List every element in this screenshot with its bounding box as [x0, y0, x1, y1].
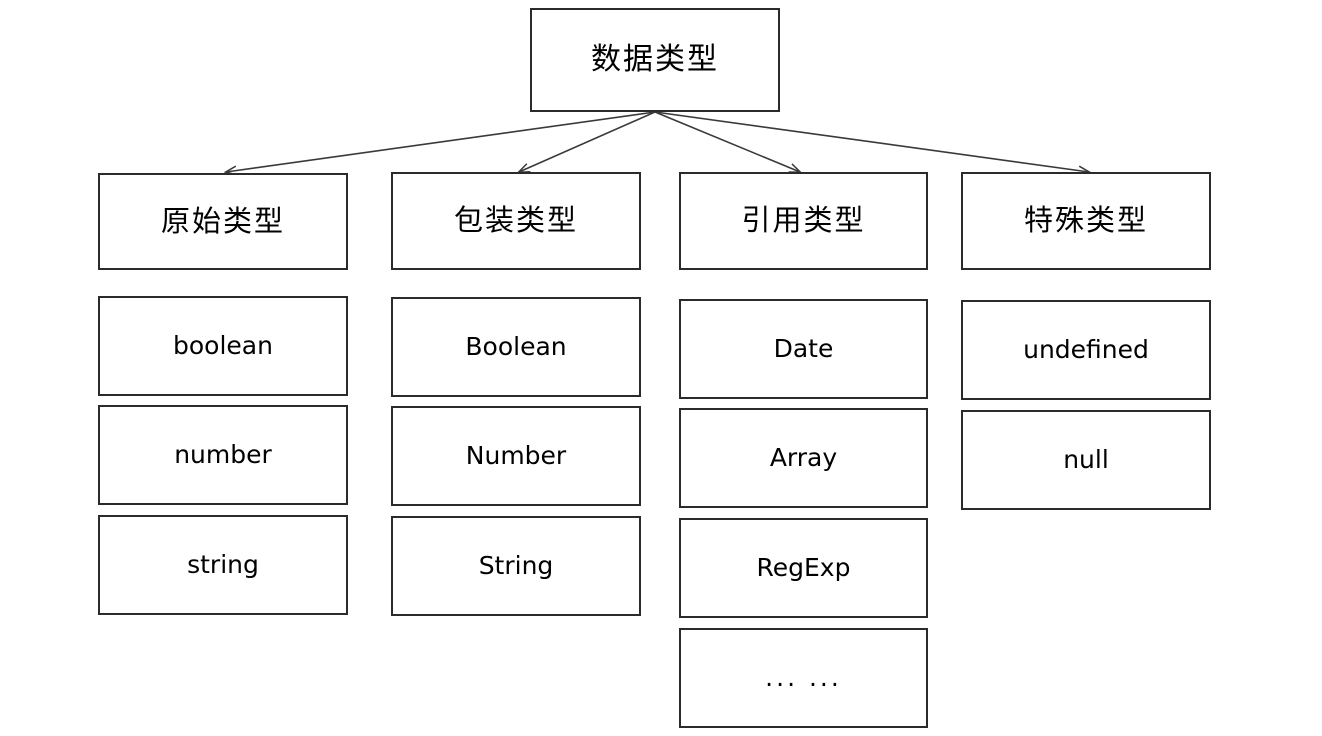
node-leaf-null[interactable]: null: [961, 410, 1211, 510]
node-leaf-boolean-object[interactable]: Boolean: [391, 297, 641, 397]
node-leaf-string[interactable]: string: [98, 515, 348, 615]
node-leaf-number[interactable]: number: [98, 405, 348, 505]
node-category-reference[interactable]: 引用类型: [679, 172, 928, 270]
connector-to-special: [654, 111, 1089, 172]
node-category-primitive[interactable]: 原始类型: [98, 173, 348, 270]
node-leaf-undefined[interactable]: undefined: [961, 300, 1211, 400]
node-leaf-number-object[interactable]: Number: [391, 406, 641, 506]
node-leaf-date[interactable]: Date: [679, 299, 928, 399]
connector-to-wrapper: [519, 111, 656, 172]
node-category-special[interactable]: 特殊类型: [961, 172, 1211, 270]
node-leaf-string-object[interactable]: String: [391, 516, 641, 616]
node-leaf-regexp[interactable]: RegExp: [679, 518, 928, 618]
node-leaf-boolean[interactable]: boolean: [98, 296, 348, 396]
connector-to-primitive: [226, 111, 656, 172]
connector-to-reference: [654, 111, 800, 172]
node-leaf-array[interactable]: Array: [679, 408, 928, 508]
node-root-data-types[interactable]: 数据类型: [530, 8, 780, 112]
node-category-wrapper[interactable]: 包装类型: [391, 172, 641, 270]
node-leaf-more-ellipsis[interactable]: ... ...: [679, 628, 928, 728]
